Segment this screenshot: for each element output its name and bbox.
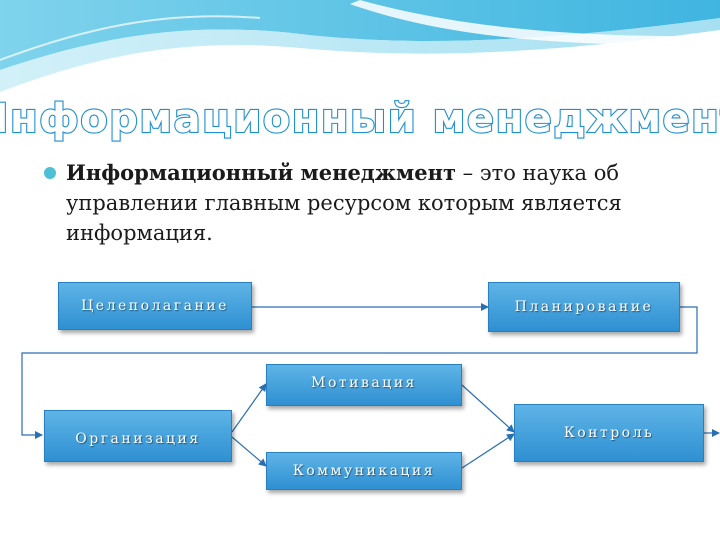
page-title: Информационный менеджмент bbox=[0, 95, 720, 143]
edge-motivation-to-control bbox=[461, 384, 515, 433]
node-communication-label: Коммуникация bbox=[292, 463, 436, 479]
node-planning: Планирование bbox=[488, 282, 680, 332]
edge-communication-to-control bbox=[461, 433, 515, 469]
node-control-label: Контроль bbox=[563, 425, 655, 441]
node-communication: Коммуникация bbox=[266, 452, 462, 490]
edge-organization-to-motivation bbox=[231, 383, 267, 433]
definition-body: – это наука об управлении главным ресурс… bbox=[66, 161, 622, 245]
definition-term: Информационный менеджмент bbox=[66, 160, 456, 185]
node-motivation: Мотивация bbox=[266, 364, 462, 406]
node-control: Контроль bbox=[514, 404, 704, 462]
edge-planning-to-organization bbox=[21, 306, 698, 439]
page-title-text: Информационный менеджмент bbox=[0, 96, 720, 142]
node-organization-label: Организация bbox=[75, 431, 201, 447]
node-motivation-label: Мотивация bbox=[311, 375, 417, 391]
definition-bullet: Информационный менеджмент – это наука об… bbox=[44, 158, 684, 248]
bullet-dot-icon bbox=[44, 167, 56, 179]
node-goal-setting-label: Целеполагание bbox=[81, 298, 229, 314]
node-goal-setting: Целеполагание bbox=[58, 282, 252, 330]
definition-text: Информационный менеджмент – это наука об… bbox=[66, 158, 684, 248]
node-planning-label: Планирование bbox=[514, 299, 654, 315]
node-organization: Организация bbox=[44, 410, 232, 462]
edge-organization-to-communication bbox=[231, 436, 267, 467]
